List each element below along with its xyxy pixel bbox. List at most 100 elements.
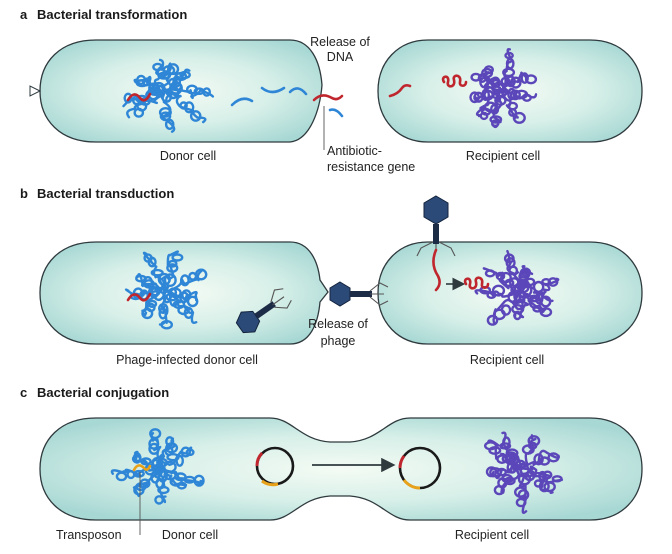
gene-label-2: resistance gene	[327, 160, 415, 174]
chromosome-arm	[513, 290, 530, 319]
chromosome-core-loop	[494, 95, 507, 106]
chromosome-loop	[532, 280, 545, 294]
resistance-gene-released-a	[312, 94, 344, 102]
chromosome-loop	[123, 92, 133, 104]
chromosome-loop	[473, 91, 484, 103]
chromosome-loop	[470, 72, 482, 82]
integrated-gene-a	[441, 74, 468, 88]
chromosome-core-loop	[505, 75, 516, 88]
chromosome-loop	[177, 305, 190, 316]
dna-fragment-4	[328, 108, 344, 118]
chromosome-core-loop	[500, 76, 511, 86]
chromosome-loop	[469, 91, 480, 104]
chromosome-loop	[509, 76, 522, 89]
resistance-gene-donor-b	[126, 292, 152, 302]
recipient-cell-label-c: Recipient cell	[455, 528, 529, 542]
chromosome-loop	[503, 253, 515, 264]
chromosome-loop	[202, 87, 211, 97]
chromosome-loop	[194, 268, 208, 281]
chromosome-loop	[551, 475, 563, 483]
chromosome-core-loop	[504, 278, 515, 288]
chromosome-loop	[547, 277, 559, 287]
chromosome-loop	[126, 469, 136, 480]
donor-cell-label-a: Donor cell	[160, 149, 216, 163]
chromosome-loop	[135, 78, 149, 88]
chromosome-loop	[539, 307, 553, 318]
chromosome-loop	[152, 62, 164, 72]
chromosome-core-loop	[150, 458, 161, 473]
donor-chromosome-a	[122, 58, 215, 133]
chromosome-core-loop	[162, 290, 172, 304]
chromosome-loop	[136, 74, 147, 86]
release-phage-label-2: phage	[321, 334, 356, 348]
chromosome-loop	[520, 72, 529, 84]
chromosome-loop	[183, 306, 194, 320]
resistance-gene-entering-a	[388, 84, 412, 98]
chromosome-loop	[524, 74, 538, 85]
chromosome-core-loop	[501, 473, 513, 484]
recipient-chromosome-a	[469, 48, 538, 129]
dna-fragment-3	[288, 87, 308, 96]
chromosome-loop	[115, 471, 128, 482]
chromosome-loop	[143, 253, 153, 263]
chromosome-loop	[520, 267, 532, 277]
recipient-cell-label-b: Recipient cell	[470, 353, 544, 367]
chromosome-loop	[148, 437, 160, 450]
chromosome-core-loop	[508, 453, 520, 465]
panel-b-title: Bacterial transduction	[37, 186, 174, 201]
chromosome-loop	[149, 428, 162, 440]
chromosome-loop	[189, 110, 202, 122]
chromosome-loop	[157, 485, 170, 495]
chromosome-loop	[492, 308, 506, 321]
recipient-cell-label-a: Recipient cell	[466, 149, 540, 163]
recipient-chromosome-c	[484, 431, 564, 514]
chromosome-loop	[160, 319, 173, 330]
chromosome-core-loop	[514, 459, 527, 471]
chromosome-loop	[133, 484, 145, 496]
chromosome-loop	[538, 456, 551, 466]
chromosome-core-loop	[491, 82, 505, 94]
chromosome-loop	[165, 436, 175, 447]
chromosome-loop	[166, 263, 179, 273]
chromosome-loop	[154, 495, 165, 505]
chromosome-loop	[483, 65, 495, 75]
chromosome-core-loop	[150, 286, 161, 297]
chromosome-loop	[180, 446, 191, 458]
chromosome-loop	[135, 274, 147, 283]
chromosome-core-loop	[483, 89, 494, 101]
recipient-chromosome-b	[474, 249, 560, 326]
donor-chromosome-b	[124, 250, 208, 330]
chromosome-core-loop	[517, 279, 530, 289]
chromosome-core-loop	[166, 453, 180, 462]
chromosome-loop	[515, 497, 527, 508]
chromosome-loop	[513, 310, 522, 321]
donor-chromosome-c	[110, 428, 205, 505]
chromosome-loop	[479, 111, 489, 121]
chromosome-loop	[533, 453, 544, 466]
chromosome-loop	[158, 107, 172, 118]
chromosome-arm	[482, 267, 522, 294]
chromosome-loop	[176, 481, 187, 490]
chromosome-loop	[499, 442, 512, 450]
chromosome-loop	[131, 454, 142, 464]
panel-b-transduction: b Bacterial transduction R	[20, 186, 643, 367]
chromosome-loop	[179, 101, 188, 110]
transposon-segment	[132, 464, 152, 472]
chromosome-core-loop	[163, 273, 177, 287]
chromosome-loop	[502, 436, 511, 449]
chromosome-loop	[159, 111, 172, 122]
chromosome-loop	[141, 307, 154, 320]
chromosome-loop	[527, 435, 541, 447]
chromosome-arm	[487, 439, 522, 471]
phage-released	[329, 281, 389, 307]
chromosome-loop	[508, 108, 518, 117]
phage-injecting	[416, 195, 456, 257]
chromosome-loop	[167, 259, 178, 268]
chromosome-loop	[193, 474, 205, 487]
chromosome-loop	[490, 119, 500, 128]
resistance-gene-donor-a	[126, 92, 152, 102]
donor-cell-label-b: Phage-infected donor cell	[116, 353, 258, 367]
panel-a-letter: a	[20, 7, 28, 22]
release-dna-label-1: Release of	[310, 35, 370, 49]
transposon-label: Transposon	[56, 528, 122, 542]
